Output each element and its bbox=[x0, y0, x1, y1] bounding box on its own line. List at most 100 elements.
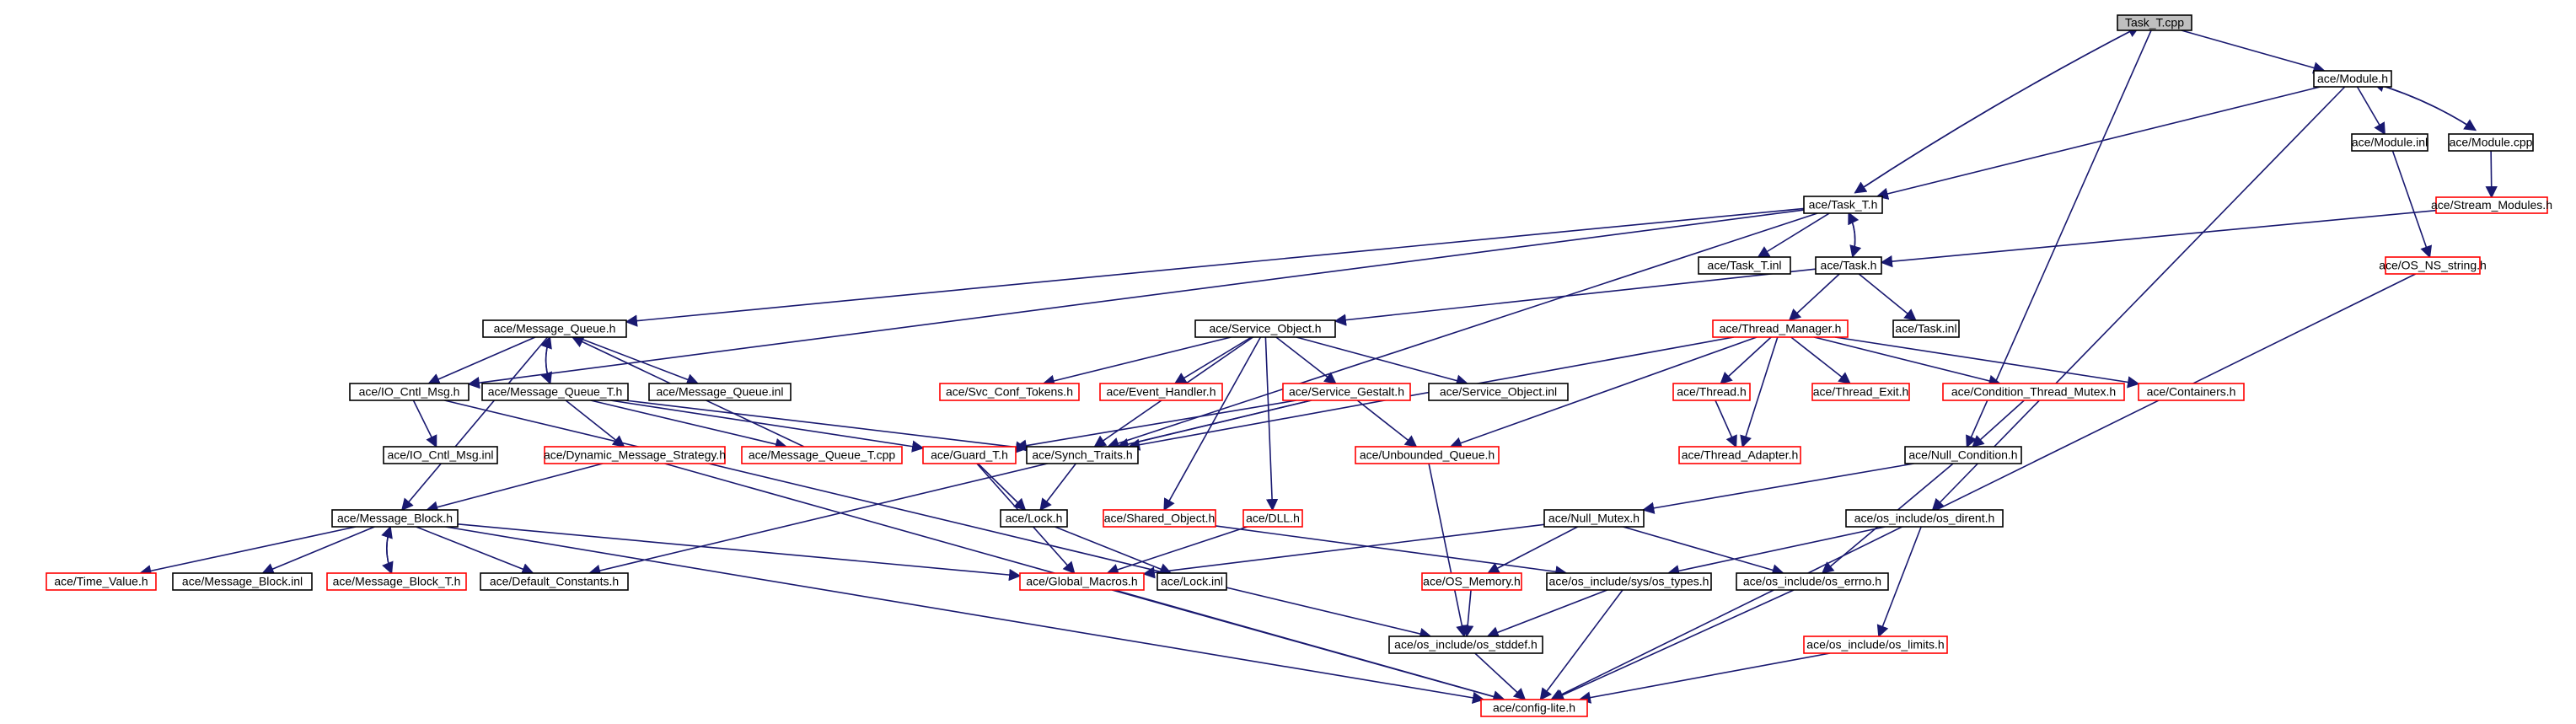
node-config-lite-h[interactable]: ace/config-lite.h bbox=[1480, 699, 1588, 717]
node-box bbox=[1892, 319, 1960, 338]
node-os-limits-h[interactable]: ace/os_include/os_limits.h bbox=[1803, 636, 1948, 654]
node-box bbox=[1845, 509, 2004, 528]
node-label: Task_T.cpp bbox=[2125, 16, 2184, 29]
node-label: ace/Task_T.inl bbox=[1708, 259, 1782, 272]
edge-unbounded_queue_h-to-os_stddef_h bbox=[1428, 463, 1468, 638]
node-message-queue-h[interactable]: ace/Message_Queue.h bbox=[482, 319, 627, 338]
node-box bbox=[1388, 636, 1543, 654]
node-label: ace/Message_Block.inl bbox=[182, 575, 303, 588]
edge-os_ns_string_h-to-config_lite_h bbox=[1550, 273, 2417, 700]
node-os-memory-h[interactable]: ace/OS_Memory.h bbox=[1421, 572, 1522, 591]
node-box bbox=[46, 572, 157, 591]
node-task-inl[interactable]: ace/Task.inl bbox=[1892, 319, 1960, 338]
edge-service_gestalt_h-to-unbounded_queue_h bbox=[1356, 400, 1418, 448]
node-os-stddef-h[interactable]: ace/os_include/os_stddef.h bbox=[1388, 636, 1543, 654]
node-label: ace/os_include/os_limits.h bbox=[1806, 638, 1944, 652]
node-module-inl[interactable]: ace/Module.inl bbox=[2351, 133, 2428, 152]
edge-sys_types_h-to-os_stddef_h bbox=[1486, 589, 1607, 639]
node-os-dirent-h[interactable]: ace/os_include/os_dirent.h bbox=[1845, 509, 2004, 528]
node-label: ace/os_include/os_dirent.h bbox=[1854, 512, 1995, 525]
node-shared-object-h[interactable]: ace/Shared_Object.h bbox=[1103, 509, 1216, 528]
node-label: ace/Thread_Adapter.h bbox=[1682, 448, 1799, 462]
node-thread-adapter-h[interactable]: ace/Thread_Adapter.h bbox=[1678, 446, 1801, 464]
edge-module_h-to-task_t_h bbox=[1876, 86, 2321, 200]
node-dynamic-message-strategy-h[interactable]: ace/Dynamic_Message_Strategy.h bbox=[544, 446, 726, 464]
node-io-cntl-msg-inl[interactable]: ace/IO_Cntl_Msg.inl bbox=[383, 446, 498, 464]
edge-os_dirent_h-to-sys_types_h bbox=[1666, 526, 1886, 577]
node-thread-h[interactable]: ace/Thread.h bbox=[1672, 383, 1751, 401]
node-label: ace/Time_Value.h bbox=[54, 575, 148, 588]
node-label: ace/Default_Constants.h bbox=[490, 575, 619, 588]
node-label: ace/Task.inl bbox=[1895, 322, 1956, 335]
edge-os_limits_h-to-config_lite_h bbox=[1578, 652, 1831, 704]
node-guard-t-h[interactable]: ace/Guard_T.h bbox=[922, 446, 1017, 464]
edge-task_t_cpp-to-task_t_h bbox=[1854, 25, 2140, 194]
node-box bbox=[482, 319, 627, 338]
node-thread-manager-h[interactable]: ace/Thread_Manager.h bbox=[1712, 319, 1849, 338]
node-label: ace/Message_Queue_T.h bbox=[488, 385, 623, 399]
node-module-cpp[interactable]: ace/Module.cpp bbox=[2448, 133, 2534, 152]
node-default-constants-h[interactable]: ace/Default_Constants.h bbox=[480, 572, 629, 591]
node-global-macros-h[interactable]: ace/Global_Macros.h bbox=[1019, 572, 1145, 591]
node-box bbox=[1811, 383, 1910, 401]
node-stream-modules-h[interactable]: ace/Stream_Modules.h bbox=[2431, 196, 2552, 214]
node-svc-conf-tokens-h[interactable]: ace/Svc_Conf_Tokens.h bbox=[939, 383, 1080, 401]
node-task-t-cpp[interactable]: Task_T.cpp bbox=[2117, 14, 2192, 31]
edge-synch_traits_h-to-lock_h bbox=[1039, 463, 1076, 512]
node-service-object-inl[interactable]: ace/Service_Object.inl bbox=[1428, 383, 1569, 401]
node-box bbox=[1194, 319, 1336, 338]
node-null-condition-h[interactable]: ace/Null_Condition.h bbox=[1904, 446, 2022, 464]
node-message-block-h[interactable]: ace/Message_Block.h bbox=[331, 509, 459, 528]
node-service-gestalt-h[interactable]: ace/Service_Gestalt.h bbox=[1282, 383, 1411, 401]
node-box bbox=[1157, 572, 1227, 591]
node-condition-thread-mutex-h[interactable]: ace/Condition_Thread_Mutex.h bbox=[1942, 383, 2125, 401]
node-label: ace/Global_Macros.h bbox=[1026, 575, 1137, 588]
node-task-h[interactable]: ace/Task.h bbox=[1815, 256, 1882, 275]
node-message-queue-t-cpp[interactable]: ace/Message_Queue_T.cpp bbox=[741, 446, 903, 464]
node-containers-h[interactable]: ace/Containers.h bbox=[2138, 383, 2245, 401]
node-time-value-h[interactable]: ace/Time_Value.h bbox=[46, 572, 157, 591]
node-os-ns-string-h[interactable]: ace/OS_NS_string.h bbox=[2379, 256, 2487, 275]
node-message-queue-t-h[interactable]: ace/Message_Queue_T.h bbox=[481, 383, 629, 401]
edge-thread_manager_h-to-thread_adapter_h bbox=[1740, 336, 1779, 448]
edge-task_t_h-to-synch_traits_h bbox=[1107, 212, 1818, 449]
node-label: ace/Lock.h bbox=[1006, 512, 1063, 525]
node-lock-h[interactable]: ace/Lock.h bbox=[1000, 509, 1068, 528]
edge-shared_object_h-to-sys_types_h bbox=[1215, 525, 1568, 578]
node-label: ace/os_include/sys/os_types.h bbox=[1549, 575, 1709, 588]
node-task-t-inl[interactable]: ace/Task_T.inl bbox=[1698, 256, 1791, 275]
node-label: ace/Stream_Modules.h bbox=[2431, 198, 2552, 212]
edge-task_t_h-to-message_queue_h bbox=[625, 207, 1805, 327]
node-synch-traits-h[interactable]: ace/Synch_Traits.h bbox=[1026, 446, 1139, 464]
node-box bbox=[741, 446, 903, 464]
edge-thread_h-to-thread_adapter_h bbox=[1715, 400, 1737, 448]
edge-message_block_t_h-to-message_block_h bbox=[381, 525, 393, 574]
node-box bbox=[326, 572, 467, 591]
node-event-handler-h[interactable]: ace/Event_Handler.h bbox=[1099, 383, 1223, 401]
node-box bbox=[2448, 133, 2534, 152]
node-message-block-t-h[interactable]: ace/Message_Block_T.h bbox=[326, 572, 467, 591]
edge-os_dirent_h-to-os_limits_h bbox=[1876, 526, 1922, 638]
node-null-mutex-h[interactable]: ace/Null_Mutex.h bbox=[1543, 509, 1645, 528]
node-message-block-inl[interactable]: ace/Message_Block.inl bbox=[172, 572, 313, 591]
edge-io_cntl_msg_h-to-io_cntl_msg_inl bbox=[412, 400, 437, 448]
node-message-queue-inl[interactable]: ace/Message_Queue.inl bbox=[648, 383, 792, 401]
node-label: ace/Task.h bbox=[1821, 259, 1877, 272]
node-service-object-h[interactable]: ace/Service_Object.h bbox=[1194, 319, 1336, 338]
node-box bbox=[1428, 383, 1569, 401]
node-os-errno-h[interactable]: ace/os_include/os_errno.h bbox=[1736, 572, 1889, 591]
node-io-cntl-msg-h[interactable]: ace/IO_Cntl_Msg.h bbox=[349, 383, 470, 401]
node-unbounded-queue-h[interactable]: ace/Unbounded_Queue.h bbox=[1355, 446, 1500, 464]
node-thread-exit-h[interactable]: ace/Thread_Exit.h bbox=[1811, 383, 1910, 401]
node-dll-h[interactable]: ace/DLL.h bbox=[1242, 509, 1303, 528]
node-label: ace/Service_Gestalt.h bbox=[1289, 385, 1404, 399]
node-task-t-h[interactable]: ace/Task_T.h bbox=[1803, 196, 1883, 214]
node-box bbox=[383, 446, 498, 464]
node-module-h[interactable]: ace/Module.h bbox=[2313, 70, 2392, 88]
node-box bbox=[2313, 70, 2392, 88]
node-sys-types-h[interactable]: ace/os_include/sys/os_types.h bbox=[1546, 572, 1712, 591]
node-lock-inl[interactable]: ace/Lock.inl bbox=[1157, 572, 1227, 591]
edge-null_mutex_h-to-global_macros_h bbox=[1142, 523, 1545, 579]
edge-message_block_h-to-config_lite_h bbox=[445, 526, 1485, 704]
